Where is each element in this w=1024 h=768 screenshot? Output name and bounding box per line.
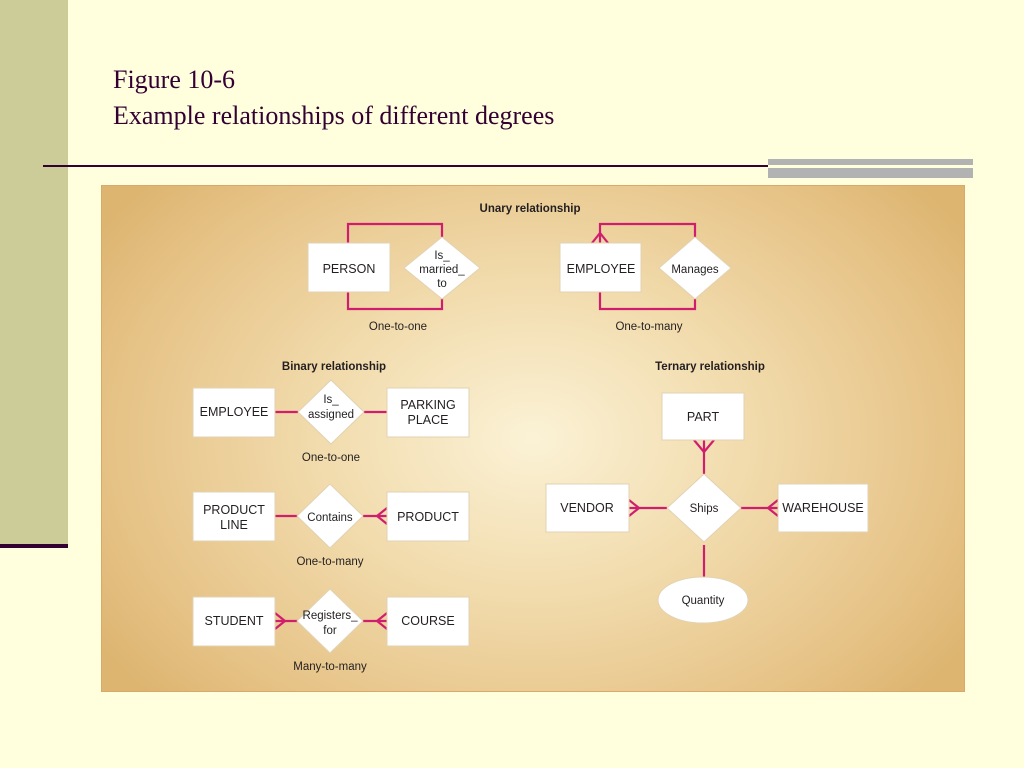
- entity-product-box: [386, 491, 470, 542]
- entity-vendor-box: [545, 483, 630, 533]
- entity-student-box: [192, 596, 276, 647]
- er-diagram: Unary relationship Binary relationship T…: [192, 203, 869, 673]
- entity-employee-binary-label: EMPLOYEE: [200, 405, 269, 419]
- title-caption: Example relationships of different degre…: [113, 101, 555, 130]
- relationship-diamonds: [296, 236, 749, 654]
- entity-person-box: [307, 242, 391, 293]
- rel-contains-diamond: [296, 483, 364, 549]
- entity-employee-unary-label: EMPLOYEE: [567, 262, 636, 276]
- rel-is-married-to-line2: married_: [419, 264, 465, 276]
- title-figure-number: Figure 10-6: [113, 65, 236, 94]
- ternary-right-crowfoot: [766, 499, 779, 517]
- entity-parking-place-line2: PLACE: [408, 413, 449, 427]
- decorative-grey-block: [768, 159, 973, 178]
- binary-heading: Binary relationship: [282, 361, 386, 373]
- binary-m-n-right-crowfoot: [375, 612, 388, 630]
- entity-course-label: COURSE: [401, 614, 454, 628]
- left-accent-bar: [0, 0, 68, 545]
- unary-one-to-one-caption: One-to-one: [369, 321, 427, 333]
- unary-1-m-crowfoot: [591, 231, 609, 244]
- rel-is-assigned-line2: assigned: [308, 409, 354, 421]
- rel-registers-for-line2: for: [323, 625, 337, 637]
- rel-is-married-to-diamond: [403, 236, 481, 300]
- unary-1-1-loop-top: [346, 222, 444, 243]
- rel-ships-diamond: [666, 473, 742, 543]
- unary-one-to-many-caption: One-to-many: [615, 321, 682, 333]
- rel-manages-diamond: [658, 236, 732, 300]
- rel-manages-label: Manages: [671, 264, 719, 276]
- unary-1-m-loop-bottom: [598, 292, 697, 311]
- entity-employee-binary-box: [192, 387, 276, 438]
- entity-product-line-line2: LINE: [220, 518, 248, 532]
- attribute-quantity-ellipse: [657, 576, 749, 624]
- binary-many-to-many-caption: Many-to-many: [293, 661, 367, 673]
- relationship-lines: [274, 222, 779, 630]
- rel-is-assigned-line1: Is_: [323, 394, 339, 406]
- rel-is-assigned-diamond: [297, 379, 365, 445]
- rel-ships-label: Ships: [690, 503, 719, 515]
- unary-heading: Unary relationship: [480, 203, 581, 215]
- binary-1-m-crowfoot: [375, 507, 388, 525]
- binary-one-to-one-caption: One-to-one: [302, 452, 360, 464]
- rel-is-married-to-line3: to: [437, 278, 447, 290]
- entity-parking-place-line1: PARKING: [400, 398, 455, 412]
- entity-course-box: [386, 596, 470, 647]
- slide-title: Figure 10-6 Example relationships of dif…: [113, 62, 554, 134]
- figure-panel: Unary relationship Binary relationship T…: [101, 185, 965, 692]
- entity-part-label: PART: [687, 410, 720, 424]
- unary-1-1-loop-bottom: [346, 292, 444, 311]
- attribute-quantity-label: Quantity: [682, 595, 725, 607]
- entity-product-label: PRODUCT: [397, 510, 459, 524]
- binary-m-n-left-crowfoot: [274, 612, 287, 630]
- entity-student-label: STUDENT: [204, 614, 263, 628]
- entity-vendor-label: VENDOR: [560, 501, 613, 515]
- rel-contains-label: Contains: [307, 512, 353, 524]
- ternary-top-crowfoot: [693, 439, 715, 454]
- entity-warehouse-box: [777, 483, 869, 533]
- entity-product-line-box: [192, 491, 276, 542]
- binary-one-to-many-caption: One-to-many: [296, 556, 363, 568]
- left-accent-rule: [0, 544, 68, 548]
- entity-part-box: [661, 392, 745, 441]
- rel-registers-for-diamond: [296, 588, 364, 654]
- entity-parking-place-box: [386, 387, 470, 438]
- rel-registers-for-line1: Registers_: [303, 610, 359, 622]
- entity-warehouse-label: WAREHOUSE: [782, 501, 864, 515]
- rel-is-married-to-line1: Is_: [434, 250, 450, 262]
- unary-1-m-loop-top: [598, 222, 697, 243]
- entity-boxes: [192, 242, 869, 647]
- entity-person-label: PERSON: [323, 262, 376, 276]
- entity-employee-unary-box: [559, 242, 642, 293]
- entity-product-line-line1: PRODUCT: [203, 503, 265, 517]
- ternary-heading: Ternary relationship: [655, 361, 765, 373]
- title-divider: [43, 165, 973, 167]
- ternary-left-crowfoot: [628, 499, 641, 517]
